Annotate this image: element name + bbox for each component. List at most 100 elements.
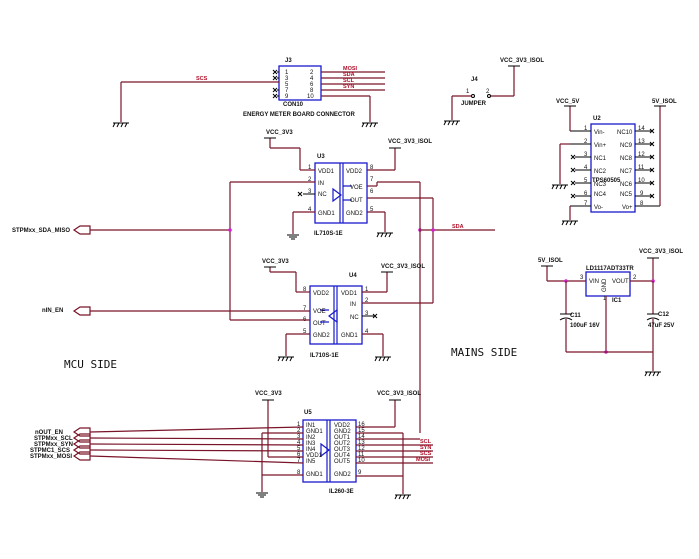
j3-part: CON10 [283,102,304,108]
svg-text:IN: IN [318,181,324,187]
u2-vout-label: 5V_ISOL [652,99,677,105]
svg-text:NC5: NC5 [620,192,633,198]
net-nin-en-label: nIN_EN [42,308,63,314]
ground-symbol-u5-left [256,492,268,498]
ground-symbol-u2-vo [561,220,578,226]
u5-scl-label: SCL [420,439,432,445]
net-sda-right-label: SDA [452,224,464,230]
svg-text:5: 5 [285,82,289,88]
net-sda-label: SDA [343,72,355,78]
ic1-part: LD1117ADT33TR [586,266,634,272]
svg-text:2: 2 [310,70,314,76]
isolator-u3: U3 IL710S-1E 1 2 3 4 VDD1 IN NC GND1 8 7… [230,130,434,300]
svg-text:NC3: NC3 [594,182,607,188]
svg-text:GND2: GND2 [346,211,363,217]
u5-ref: U5 [304,410,312,416]
u5-part: IL260-3E [329,489,354,495]
svg-text:NC7: NC7 [620,169,633,175]
u2-part: TPS60505 [592,178,621,184]
svg-text:VOE: VOE [350,185,363,191]
connector-j3: J3 CON10 ENERGY METER BOARD CONNECTOR 1 … [120,58,385,122]
svg-text:GND1: GND1 [318,211,335,217]
svg-text:7: 7 [285,88,289,94]
svg-text:5: 5 [297,446,301,452]
ground-symbol-u4-left [277,356,294,362]
u2-vin-label: VCC_5V [556,99,579,105]
svg-text:1: 1 [285,70,289,76]
svg-text:3: 3 [285,76,289,82]
svg-text:VOUT: VOUT [612,279,629,285]
mains-side-label: MAINS SIDE [451,346,517,359]
svg-text:8: 8 [370,165,374,171]
svg-text:VDD1: VDD1 [341,291,358,297]
svg-text:GND2: GND2 [334,429,351,435]
svg-text:1: 1 [603,296,607,302]
svg-text:5: 5 [303,329,307,335]
svg-text:1: 1 [308,165,312,171]
svg-text:10: 10 [358,458,365,464]
svg-text:GND1: GND1 [306,429,323,435]
svg-text:6: 6 [297,452,301,458]
svg-text:VIN: VIN [589,279,599,285]
svg-text:13: 13 [358,440,365,446]
svg-text:11: 11 [638,165,645,171]
u4-vdd1-label: VCC_3V3_ISOL [381,264,425,270]
svg-text:OUT4: OUT4 [334,453,351,459]
svg-text:8: 8 [297,470,301,476]
svg-text:7: 7 [297,458,301,464]
svg-text:Vin-: Vin- [594,130,605,136]
svg-text:7: 7 [370,177,374,183]
svg-text:Vo-: Vo- [594,205,603,211]
u3-vdd2-label: VCC_3V3_ISOL [388,139,432,145]
capacitor-c12: C12 47uF 25V [646,281,674,371]
svg-text:3: 3 [584,152,588,158]
j4-part: JUMPER [461,101,487,107]
ground-symbol-u4-right [374,356,391,362]
svg-text:3: 3 [308,189,312,195]
c12-value: 47uF 25V [648,323,674,329]
svg-text:OUT3: OUT3 [334,447,351,453]
net-stpm-scs-label: STPMC1_SCS [30,448,70,454]
net-mosi-label: MOSI [343,66,358,72]
svg-text:GND2: GND2 [334,472,351,478]
svg-text:GND1: GND1 [341,333,358,339]
svg-text:9: 9 [285,94,289,100]
svg-text:11: 11 [358,452,365,458]
svg-text:NC1: NC1 [594,156,607,162]
svg-text:2: 2 [633,275,637,281]
svg-text:VDD1: VDD1 [306,453,323,459]
svg-text:12: 12 [638,152,645,158]
u2-left-pins: 1 2 3 4 5 6 7 Vin- Vin+ NC1 NC2 NC3 NC4 … [584,126,607,211]
svg-text:1: 1 [584,126,588,132]
svg-text:IN3: IN3 [306,441,316,447]
jumper-j4: J4 JUMPER 1 2 VCC_3V3_ISOL [451,58,544,120]
svg-text:NC6: NC6 [620,182,633,188]
ground-symbol-u3-left [287,234,299,240]
ground-symbol-j3-left [112,122,129,128]
net-scs-label: SCS [196,76,208,82]
u5-vdd2-label: VCC_3V3_ISOL [377,391,421,397]
ground-symbol-u5-right [394,494,411,500]
svg-text:IN4: IN4 [306,447,316,453]
svg-text:5: 5 [370,207,374,213]
svg-text:OUT1: OUT1 [334,435,351,441]
u3-part: IL710S-1E [314,231,343,237]
ground-symbol-u2-vin [551,184,568,190]
svg-text:IN1: IN1 [306,423,316,429]
u5-vdd1-label: VCC_3V3 [255,391,282,397]
u5-syn-label: SYN [420,445,431,451]
net-stpm-scl-label: STPMxx_SCL [34,436,73,442]
ic1-vout-label: VCC_3V3_ISOL [639,249,683,255]
svg-text:1: 1 [365,287,369,293]
svg-text:VDD1: VDD1 [318,169,335,175]
svg-text:9: 9 [640,191,644,197]
j3-caption: ENERGY METER BOARD CONNECTOR [243,112,355,118]
svg-text:4: 4 [584,165,588,171]
svg-text:14: 14 [358,434,365,440]
svg-text:15: 15 [358,428,365,434]
svg-text:OUT: OUT [313,321,326,327]
net-scl-label: SCL [343,78,355,84]
svg-text:GND2: GND2 [313,333,330,339]
ground-symbol-j3-right [361,122,378,128]
svg-text:OUT: OUT [350,198,363,204]
